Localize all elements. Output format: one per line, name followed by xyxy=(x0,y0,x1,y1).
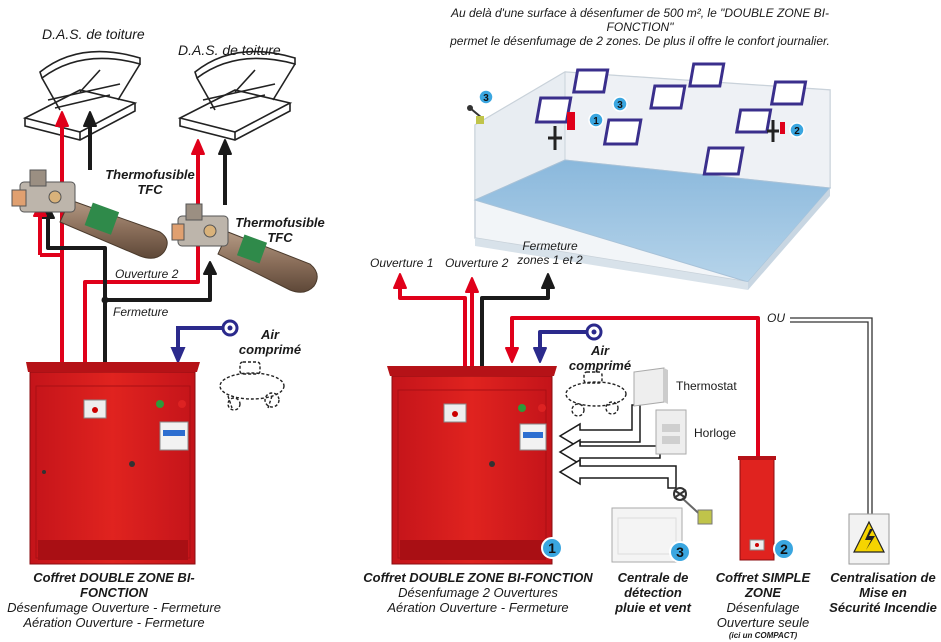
svg-text:1: 1 xyxy=(548,540,556,556)
ouverture-1-right: Ouverture 1 xyxy=(370,256,434,270)
svg-text:1: 1 xyxy=(593,116,599,127)
svg-text:3: 3 xyxy=(483,93,489,104)
compressor-right-icon xyxy=(565,371,627,417)
das-label-1: D.A.S. de toiture xyxy=(42,26,145,42)
svg-text:2: 2 xyxy=(794,126,800,137)
horloge-label: Horloge xyxy=(694,426,737,440)
caption-main-right: Coffret DOUBLE ZONE BI-FONCTION Désenfum… xyxy=(363,570,593,615)
svg-text:3: 3 xyxy=(617,100,623,111)
caption-simple-zone: Coffret SIMPLE ZONE Désenfulage Ouvertur… xyxy=(715,570,811,640)
fermeture-left: Fermeture xyxy=(113,305,169,319)
junction-dot xyxy=(101,296,109,304)
ouverture-2-right: Ouverture 2 xyxy=(445,256,509,270)
badge-2-main: 2 xyxy=(773,538,795,560)
tfc-cylinder-2 xyxy=(171,203,318,293)
compressed-air-line-left xyxy=(170,326,228,365)
das-label-2: D.A.S. de toiture xyxy=(178,42,281,58)
badge-3-main: 3 xyxy=(669,541,691,563)
double-zone-cabinet-right xyxy=(387,366,557,565)
building-window-2 xyxy=(767,120,779,142)
svg-text:3: 3 xyxy=(676,544,684,560)
timer-clock-device xyxy=(655,409,687,455)
roof-vent-1 xyxy=(22,50,141,141)
left-pipes xyxy=(33,111,232,370)
double-zone-cabinet-left xyxy=(26,362,200,565)
ou-label: OU xyxy=(767,311,785,325)
thermostat-label: Thermostat xyxy=(676,379,737,393)
rain-wind-detector xyxy=(611,487,713,563)
thermostat-device xyxy=(633,367,668,407)
building-window-1 xyxy=(548,126,562,150)
building-cabinet-red-2 xyxy=(780,122,785,134)
right-pipes xyxy=(393,273,760,460)
building-cabinet-red-1 xyxy=(567,112,575,130)
weather-sensor-small-icon xyxy=(467,105,484,124)
compressor-left-icon xyxy=(219,361,285,411)
building-badge-2: 2 xyxy=(789,122,805,138)
badge-1-main: 1 xyxy=(541,537,563,559)
ouverture-2-left: Ouverture 2 xyxy=(115,267,179,281)
building-badge-1: 1 xyxy=(588,112,604,128)
signal-arrows xyxy=(558,404,677,489)
caption-centralisation: Centralisation de Mise en Sécurité Incen… xyxy=(829,570,937,615)
centralisation-line xyxy=(790,317,873,514)
building-badge-3-a: 3 xyxy=(478,89,494,105)
building-roof-vents xyxy=(534,62,808,176)
svg-text:2: 2 xyxy=(780,541,788,557)
simple-zone-compact-cabinet xyxy=(738,456,776,561)
fire-safety-centralisation-box xyxy=(848,513,890,565)
caption-left: Coffret DOUBLE ZONE BI-FONCTION Désenfum… xyxy=(7,570,221,630)
caption-centrale: Centrale de détection pluie et vent xyxy=(615,570,691,615)
tfc-cylinder-1 xyxy=(11,169,168,259)
roof-vent-2 xyxy=(177,50,296,141)
header-note: Au delà d'une surface à désenfumer de 50… xyxy=(450,6,830,48)
building-badge-3-b: 3 xyxy=(612,96,628,112)
